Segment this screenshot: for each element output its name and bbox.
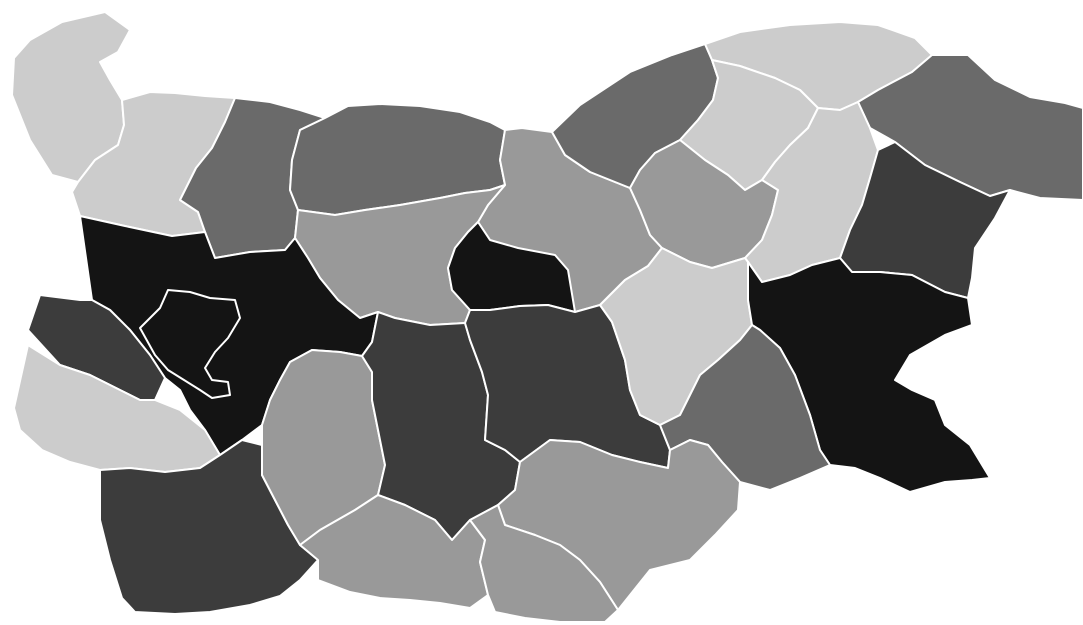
- region-kardzhali[interactable]: [469, 504, 619, 623]
- region-sofia-city[interactable]: [139, 289, 241, 399]
